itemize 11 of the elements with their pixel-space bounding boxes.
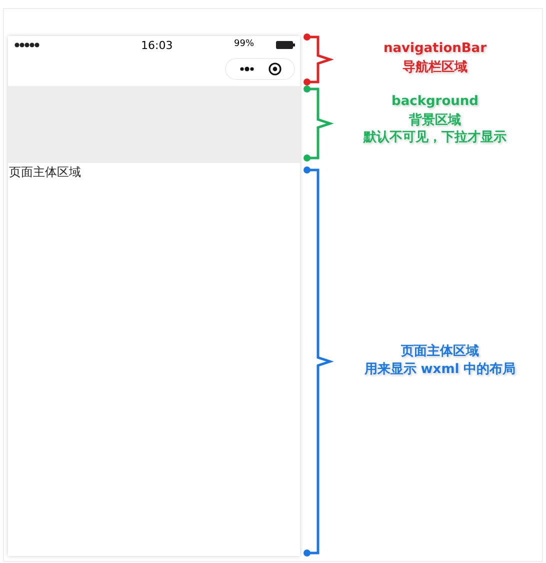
body-text: 页面主体区域 xyxy=(9,164,81,181)
region-note: 用来显示 wxml 中的布局 xyxy=(364,361,516,378)
region-note: 默认不可见，下拉才显示 xyxy=(364,129,506,146)
clock-time: 16:03 xyxy=(141,39,173,52)
battery-percent: 99% xyxy=(234,39,254,49)
region-title: navigationBar xyxy=(384,41,486,56)
region-title: background xyxy=(392,94,478,109)
region-title: 导航栏区域 xyxy=(402,58,468,76)
region-title: 页面主体区域 xyxy=(401,342,479,360)
navigation-bar xyxy=(8,36,300,86)
region-title: 背景区域 xyxy=(409,112,461,129)
